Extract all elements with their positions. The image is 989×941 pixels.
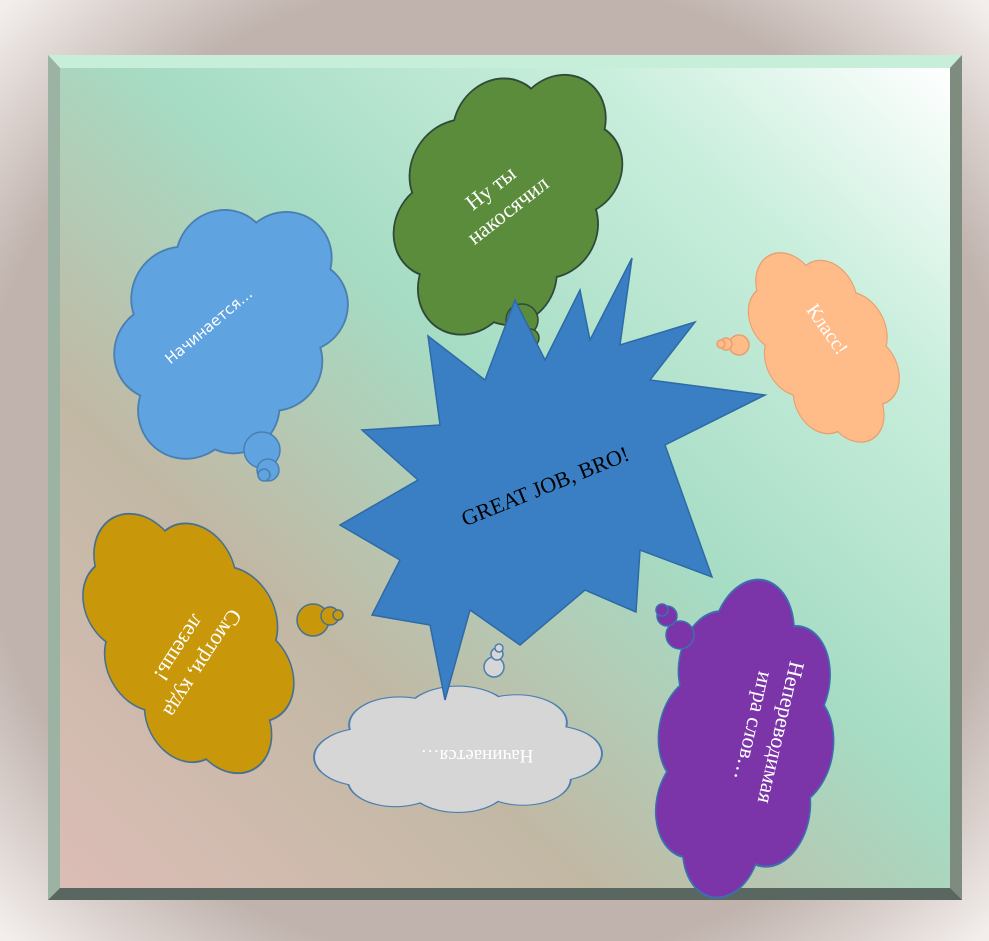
starburst-shape[interactable] [338,257,768,701]
thought-bubble-dot [665,620,695,650]
thought-bubble-dot [716,339,726,349]
thought-bubble-dot [257,468,271,482]
cloud-green[interactable] [341,23,667,377]
cloud-yellow[interactable] [43,469,344,810]
thought-bubble-dot [494,643,504,653]
cloud-gray-text: Начинается… [421,745,534,766]
cloud-peach[interactable] [716,221,932,468]
thought-bubble-dot [655,603,669,617]
cloud-gray[interactable] [313,643,603,813]
cloud-purple[interactable] [631,566,861,915]
cloud-blue[interactable] [60,154,394,504]
thought-bubble-dot [332,609,344,621]
